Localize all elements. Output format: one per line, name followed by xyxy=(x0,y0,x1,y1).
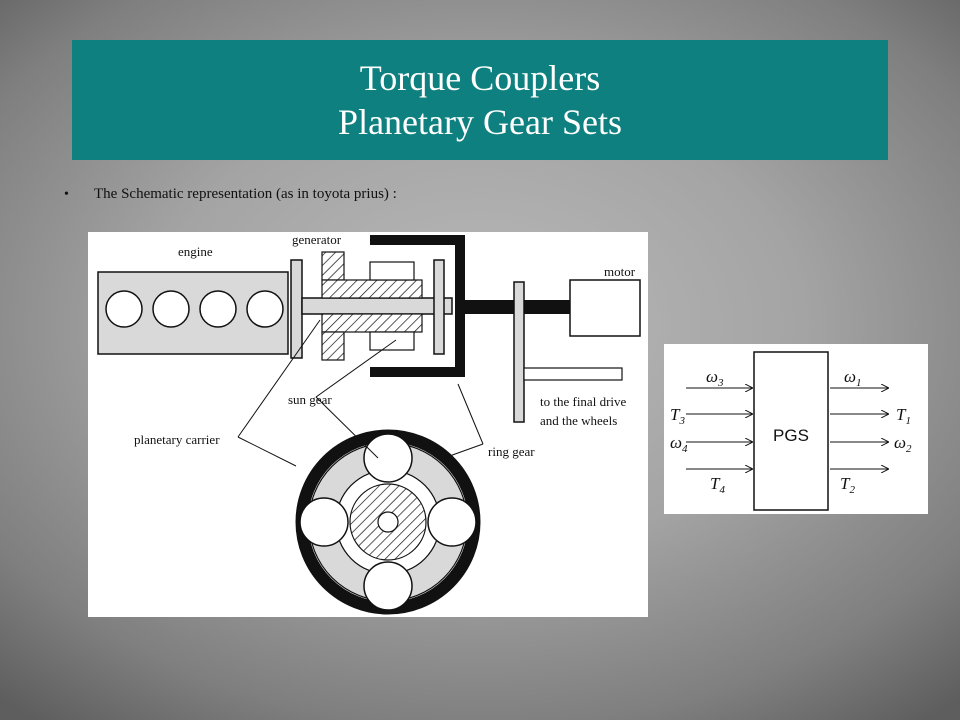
leader-line xyxy=(443,443,484,459)
pgs-label: PGS xyxy=(773,426,809,445)
final-drive-shaft xyxy=(523,367,623,381)
label-sun-gear: sun gear xyxy=(288,392,332,407)
label-motor: motor xyxy=(604,264,636,279)
output-label-t1: T1 xyxy=(896,405,911,427)
label-generator: generator xyxy=(292,232,342,247)
output-label-t2: T2 xyxy=(840,474,855,496)
label-engine: engine xyxy=(178,244,213,259)
planet-pinion-bottom xyxy=(369,331,415,351)
planet-gear-bottom xyxy=(363,561,413,611)
input-label-omega4: ω4 xyxy=(670,433,688,455)
slide-title-line-2: Planetary Gear Sets xyxy=(338,102,622,142)
reduction-gear xyxy=(513,281,525,423)
leader-line xyxy=(315,339,397,398)
engine-cylinder xyxy=(246,290,284,328)
input-label-t4: T4 xyxy=(710,474,725,496)
planet-pinion-top xyxy=(369,261,415,281)
title-banner: Torque Couplers Planetary Gear Sets xyxy=(72,40,888,160)
pgs-box xyxy=(753,351,829,511)
engine-flange xyxy=(290,259,303,359)
output-label-omega1: ω1 xyxy=(844,367,862,389)
leader-line xyxy=(457,383,484,445)
sun-gear-top xyxy=(321,279,423,299)
leader-line xyxy=(237,436,297,467)
bullet-dot-icon: • xyxy=(64,186,69,202)
engine-cylinder xyxy=(105,290,143,328)
engine-cylinder xyxy=(199,290,237,328)
label-wheels: and the wheels xyxy=(540,413,617,428)
planet-gear-top xyxy=(363,433,413,483)
input-label-omega3: ω3 xyxy=(706,367,724,389)
carrier-shaft xyxy=(301,297,453,315)
input-label-t3: T3 xyxy=(670,405,685,427)
carrier-plate xyxy=(433,259,445,355)
label-planetary-carrier: planetary carrier xyxy=(134,432,220,447)
slide-title-line-1: Torque Couplers xyxy=(359,58,601,98)
sun-gear-hub xyxy=(377,511,399,533)
pgs-block-diagram: PGS ω3 T3 ω4 T4 ω1 T1 ω2 T2 xyxy=(664,344,928,514)
label-ring-gear: ring gear xyxy=(488,444,535,459)
planet-gear-left xyxy=(299,497,349,547)
motor-block xyxy=(569,279,641,337)
bullet-text: The Schematic representation (as in toyo… xyxy=(94,186,397,202)
planet-gear-right xyxy=(427,497,477,547)
planetary-gear-schematic: engine generator motor sun gear planetar… xyxy=(88,232,648,617)
label-final-drive: to the final drive xyxy=(540,394,627,409)
leader-line xyxy=(237,319,321,438)
leader-line xyxy=(315,396,379,459)
generator-rotor-bottom xyxy=(321,331,345,361)
bullet-item: • The Schematic representation (as in to… xyxy=(64,186,397,203)
generator-rotor-top xyxy=(321,251,345,281)
engine-cylinder xyxy=(152,290,190,328)
sun-gear-bottom xyxy=(321,313,423,333)
output-label-omega2: ω2 xyxy=(894,433,912,455)
